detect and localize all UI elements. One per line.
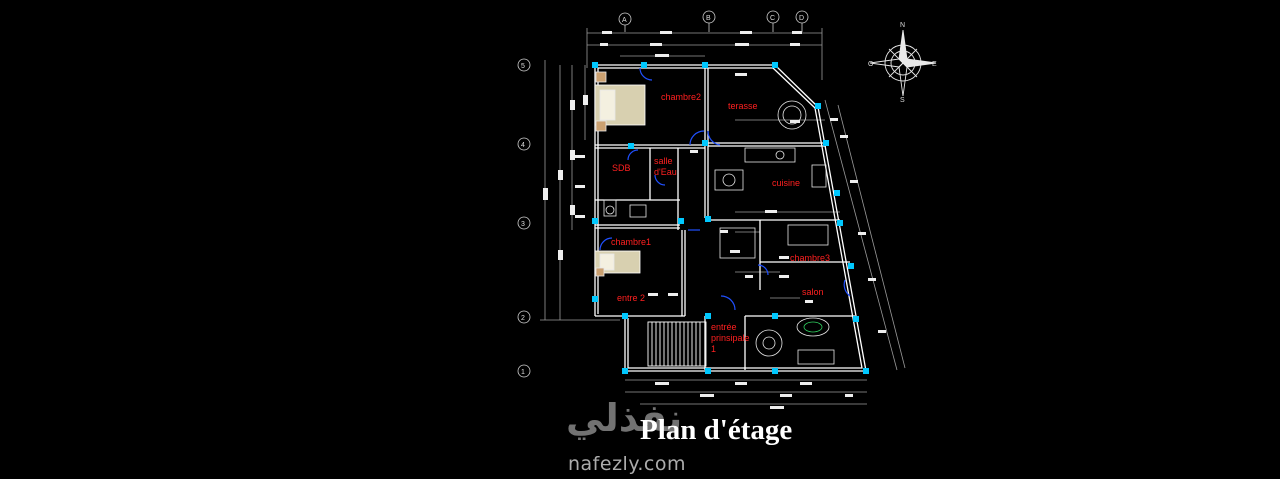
drawing-title: Plan d'étage: [640, 414, 793, 446]
axis-label-b: B: [706, 15, 711, 22]
doors: [599, 67, 851, 311]
room-terrasse: terasse: [728, 101, 758, 111]
room-label-line: salle: [654, 156, 673, 166]
room-entre2: entre 2: [617, 293, 645, 303]
axis-label-c: C: [770, 15, 775, 22]
room-label-line: 1: [711, 344, 716, 354]
axis-label-5: 5: [521, 63, 525, 70]
stairs: [647, 321, 707, 367]
room-sdb: SDB: [612, 163, 631, 173]
axis-label-2: 2: [521, 315, 525, 322]
room-salon: salon: [802, 287, 824, 297]
axis-label-3: 3: [521, 221, 525, 228]
axis-labels: A B C D 5 4 3 2 1: [521, 15, 804, 376]
room-chambre2: chambre2: [661, 92, 701, 102]
axis-label-1: 1: [521, 369, 525, 376]
room-chambre1: chambre1: [611, 237, 651, 247]
furniture: [594, 71, 835, 365]
axis-label-4: 4: [521, 142, 525, 149]
room-chambre3: chambre3: [790, 253, 830, 263]
compass-letters: N S E O: [868, 22, 937, 104]
room-label-line: prinsipale: [711, 333, 750, 343]
room-cuisine: cuisine: [772, 178, 800, 188]
compass-rose-icon: [869, 29, 937, 97]
compass-s: S: [900, 97, 905, 104]
axis-markers: [517, 10, 809, 378]
compass-e: E: [932, 61, 937, 68]
axis-label-d: D: [799, 15, 804, 22]
watermark-logo: نفذلي: [566, 396, 683, 440]
compass-n: N: [900, 22, 905, 29]
room-label-line: d'Eau: [654, 167, 677, 177]
axis-label-a: A: [622, 17, 627, 24]
structural-columns: [592, 62, 869, 374]
compass-o: O: [868, 61, 874, 68]
dimension-values: [543, 31, 886, 409]
watermark-url: nafezly.com: [568, 453, 686, 475]
room-label-line: entrée: [711, 322, 737, 332]
